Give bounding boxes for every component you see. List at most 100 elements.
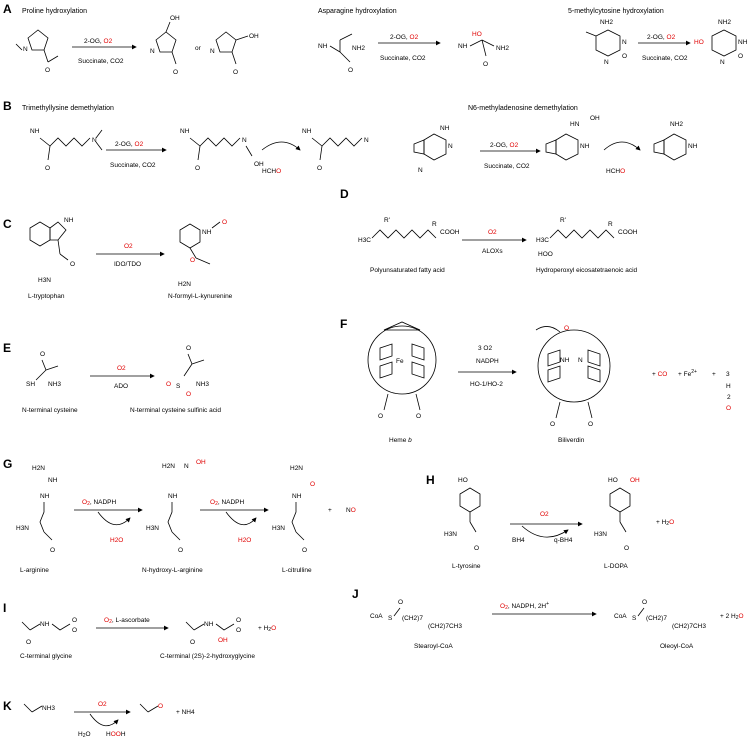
- panel-d: D H3C R' R COOH O2 ALOXs H3C R' HOO R CO…: [340, 187, 638, 274]
- h-substrate: L-tyrosine: [452, 563, 481, 570]
- svg-text:O: O: [173, 69, 178, 76]
- g-intermediate: N-hydroxy-L-arginine: [142, 567, 203, 574]
- svg-text:O: O: [178, 547, 183, 554]
- svg-text:NH: NH: [30, 128, 40, 135]
- f-water-3: 3: [726, 371, 730, 378]
- k-h2o: H2O: [78, 731, 91, 739]
- panel-label-k: K: [3, 699, 12, 713]
- svg-text:O: O: [642, 599, 647, 606]
- panel-e: E O SH NH3 O2 ADO O O S O NH3 N-terminal…: [3, 341, 221, 414]
- svg-text:O: O: [222, 219, 227, 226]
- c-terminal-glycine-structure: O NH O O: [21, 617, 77, 646]
- svg-text:N: N: [210, 48, 215, 55]
- svg-text:N: N: [720, 59, 725, 66]
- cysteine-structure: O SH NH3: [26, 351, 61, 388]
- svg-text:O2, NADPH: O2, NADPH: [210, 499, 245, 507]
- svg-text:NH: NH: [302, 128, 312, 135]
- svg-text:N: N: [604, 59, 609, 66]
- panel-b: B Trimethyllysine demethylation N6-methy…: [3, 99, 698, 175]
- hpete-structure: H3C R' HOO R COOH: [536, 217, 638, 258]
- title-asparagine: Asparagine hydroxylation: [318, 8, 397, 15]
- proline-structure: N O: [15, 29, 59, 74]
- hm6a-structure: HN OH NH: [545, 115, 600, 161]
- panel-k: K NH3 O2 H2O HOOH O + NH4: [3, 699, 195, 739]
- k-nh4: + NH4: [176, 709, 195, 716]
- svg-text:O: O: [738, 53, 743, 60]
- h-bh4: BH4: [512, 537, 525, 544]
- asparagine-structure: NH NH2 O: [318, 33, 365, 74]
- svg-text:NH3: NH3: [48, 381, 61, 388]
- svg-text:NH: NH: [64, 217, 74, 224]
- svg-text:NH: NH: [40, 621, 50, 628]
- panel-label-c: C: [3, 217, 12, 231]
- stearoyl-coa-structure: CoA S O (CH2)7 (CH2)7CH3: [370, 599, 462, 630]
- k-hooh: HOOH: [106, 731, 126, 738]
- svg-text:OH: OH: [196, 459, 206, 466]
- svg-text:R: R: [432, 221, 437, 228]
- f-water-h: H: [726, 383, 731, 390]
- i-product: C-terminal (2S)-2-hydroxyglycine: [160, 653, 255, 660]
- svg-text:NH: NH: [458, 43, 468, 50]
- c-o2: O2: [124, 243, 133, 250]
- dimethyllysine-structure: NH N O: [302, 128, 369, 172]
- svg-text:O: O: [40, 351, 45, 358]
- oleoyl-coa-structure: CoA S O (CH2)7 (CH2)7CH3: [614, 599, 706, 630]
- panel-label-e: E: [3, 341, 11, 355]
- svg-text:HO: HO: [472, 31, 482, 38]
- h-qbh4: q-BH4: [554, 537, 573, 544]
- svg-text:NH: NH: [202, 229, 212, 236]
- svg-text:O: O: [236, 627, 241, 634]
- svg-text:N: N: [184, 463, 189, 470]
- f-water-o: O: [726, 405, 731, 412]
- svg-text:NH: NH: [204, 621, 214, 628]
- svg-text:OH: OH: [254, 161, 264, 168]
- arginine-structure: H2N NH NH H3N O: [16, 465, 58, 554]
- svg-text:H3N: H3N: [16, 525, 29, 532]
- cond-succinate-a2: Succinate, CO2: [380, 55, 426, 62]
- f-o2: 3 O2: [478, 345, 492, 352]
- svg-text:O: O: [72, 627, 77, 634]
- ldopa-structure: HO OH H3N O: [594, 477, 640, 552]
- svg-text:O: O: [190, 257, 195, 264]
- svg-text:O: O: [233, 69, 238, 76]
- svg-text:O: O: [72, 617, 77, 624]
- svg-text:H3C: H3C: [536, 237, 549, 244]
- f-substrate: Heme b: [389, 437, 412, 444]
- svg-text:NH3: NH3: [42, 705, 55, 712]
- svg-text:NH: NH: [738, 39, 748, 46]
- i-water: + H2O: [258, 625, 276, 633]
- formylkynurenine-structure: NH O O H2N: [178, 219, 227, 288]
- svg-text:NH: NH: [40, 493, 50, 500]
- svg-text:NH: NH: [688, 143, 698, 150]
- hydroxymethyl-lysine-structure: NH N OH O: [180, 128, 264, 172]
- e-o2: O2: [117, 365, 126, 372]
- svg-text:O: O: [416, 413, 421, 420]
- svg-text:S: S: [176, 383, 181, 390]
- svg-text:O: O: [166, 381, 171, 388]
- d-substrate: Polyunsaturated fatty acid: [370, 267, 445, 274]
- svg-text:H2N: H2N: [162, 463, 175, 470]
- svg-text:2-OG, O2: 2-OG, O2: [490, 142, 519, 149]
- svg-text:O: O: [378, 413, 383, 420]
- svg-text:NH: NH: [48, 477, 58, 484]
- title-proline: Proline hydroxylation: [22, 8, 87, 15]
- e-substrate: N-terminal cysteine: [22, 407, 78, 414]
- g-no: NO: [346, 507, 356, 514]
- svg-text:NH: NH: [560, 357, 570, 364]
- svg-text:(CH2)7CH3: (CH2)7CH3: [428, 623, 462, 630]
- svg-text:N: N: [150, 48, 155, 55]
- title-5mc: 5-methylcytosine hydroxylation: [568, 8, 664, 15]
- svg-text:O: O: [195, 165, 200, 172]
- amine-structure: NH3: [23, 703, 55, 713]
- svg-text:O: O: [186, 391, 191, 398]
- svg-text:H3N: H3N: [38, 277, 51, 284]
- tryptophan-structure: NH O H3N: [29, 217, 75, 284]
- title-trimethyllysine: Trimethyllysine demethylation: [22, 105, 114, 112]
- g-h2o-2: H2O: [238, 537, 251, 544]
- svg-text:NH: NH: [580, 143, 590, 150]
- h-o2: O2: [540, 511, 549, 518]
- j-product: Oleoyl-CoA: [660, 643, 694, 650]
- svg-text:H3C: H3C: [358, 237, 371, 244]
- 5-methylcytosine-structure: NH2 N O N: [585, 19, 627, 66]
